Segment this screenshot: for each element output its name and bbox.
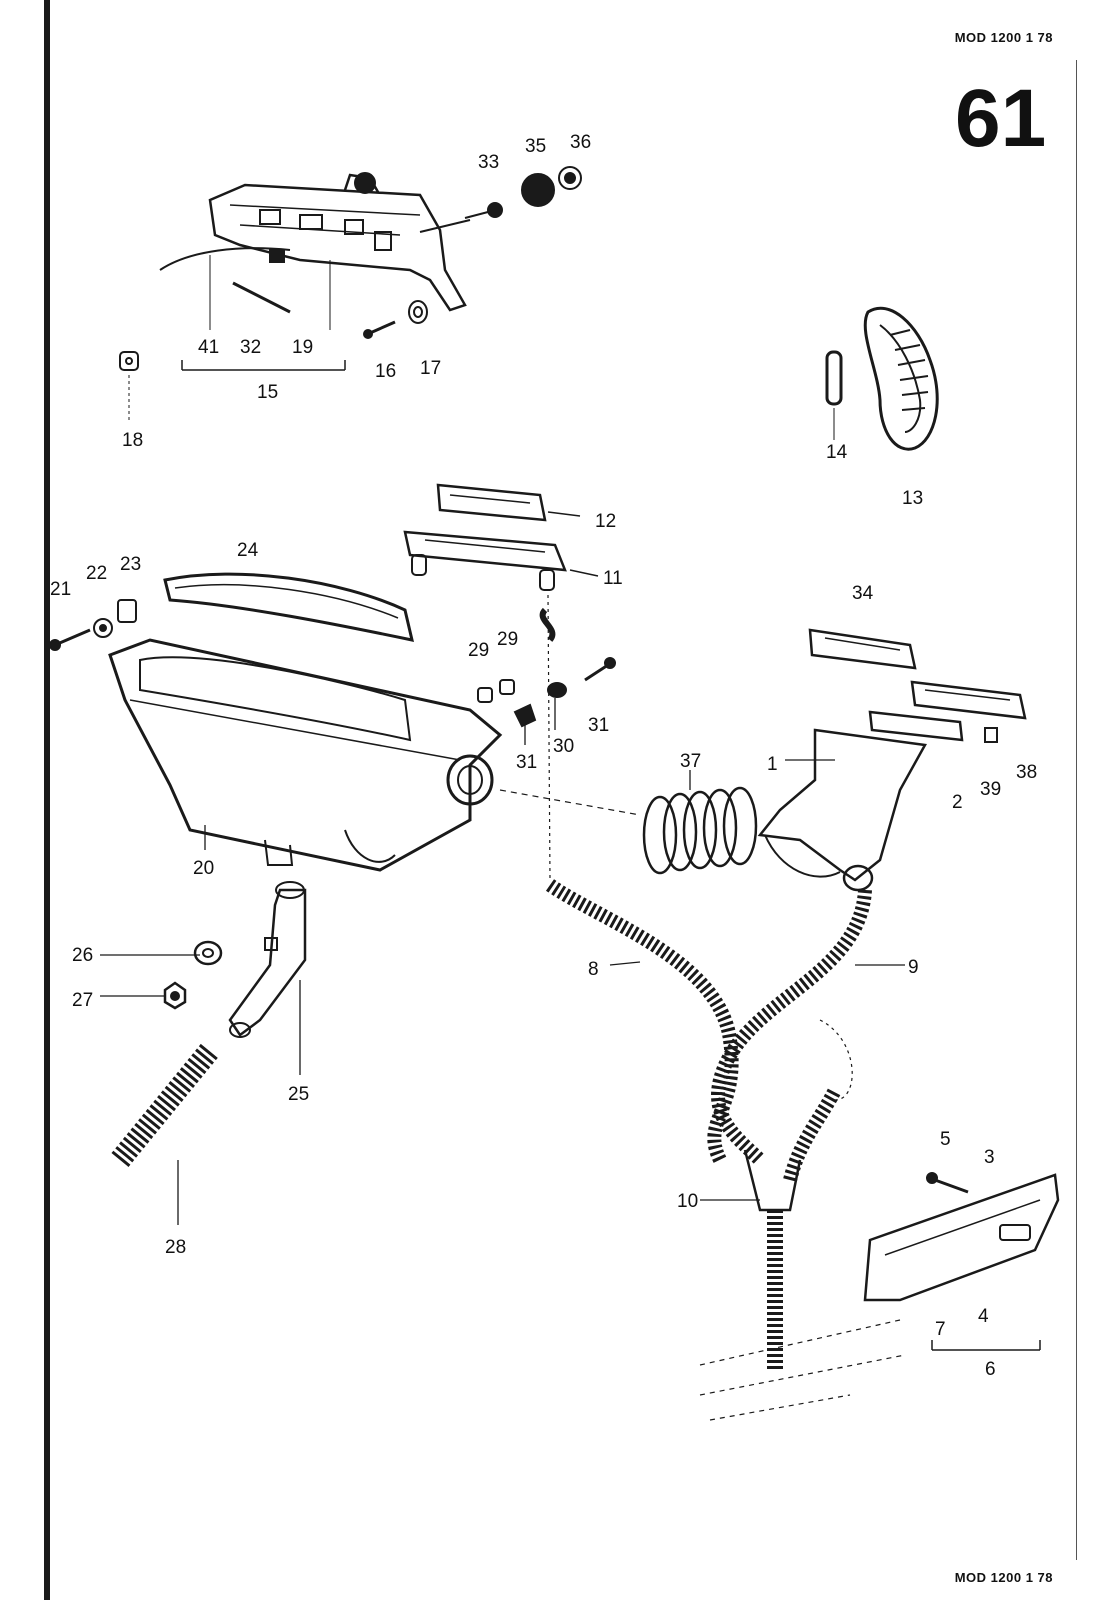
leader-lines bbox=[100, 698, 905, 1225]
callout-34: 33 bbox=[478, 152, 499, 173]
callout-32: 31 bbox=[588, 715, 609, 736]
callout-36: 35 bbox=[525, 136, 546, 157]
fasteners-29-32 bbox=[477, 607, 616, 728]
callout-15: 15 bbox=[257, 382, 278, 403]
control-knob-parts bbox=[464, 166, 582, 219]
callout-8: 8 bbox=[588, 959, 599, 980]
callout-24: 24 bbox=[237, 540, 259, 561]
callout-19: 19 bbox=[292, 337, 313, 358]
callout-30: 30 bbox=[553, 736, 574, 757]
callout-26: 26 bbox=[72, 945, 93, 966]
callout-28: 28 bbox=[165, 1237, 186, 1258]
callout-40: 39 bbox=[980, 779, 1001, 800]
callout-21: 21 bbox=[50, 579, 71, 600]
duct-1-and-hose-38 bbox=[499, 728, 927, 892]
callout-5: 5 bbox=[940, 1129, 951, 1150]
footer-model-code: MOD 1200 1 78 bbox=[954, 1570, 1053, 1585]
callout-11: 11 bbox=[603, 568, 623, 589]
callout-29a: 29 bbox=[468, 640, 489, 661]
callout-25: 25 bbox=[288, 1084, 309, 1105]
callout-23: 23 bbox=[120, 554, 141, 575]
callout-6: 6 bbox=[985, 1359, 996, 1380]
callout-38: 37 bbox=[680, 751, 701, 772]
callout-35: 34 bbox=[852, 583, 874, 604]
callout-12: 12 bbox=[595, 511, 616, 532]
callout-7: 7 bbox=[935, 1319, 946, 1340]
heater-box-20 bbox=[108, 638, 503, 872]
callout-31: 31 bbox=[516, 752, 537, 773]
callout-1: 1 bbox=[767, 754, 778, 775]
callout-4: 4 bbox=[978, 1306, 989, 1327]
header-model-code: MOD 1200 1 78 bbox=[954, 30, 1053, 45]
drain-elbow-and-hose bbox=[111, 881, 307, 1167]
callout-3: 3 bbox=[984, 1147, 995, 1168]
callout-13: 13 bbox=[902, 488, 923, 509]
callout-41: 41 bbox=[198, 337, 219, 358]
callout-labels: 33 35 36 41 32 19 16 17 15 18 14 13 12 1… bbox=[50, 132, 1037, 1380]
callout-20: 20 bbox=[193, 858, 214, 879]
callout-22: 22 bbox=[86, 563, 107, 584]
callout-10: 10 bbox=[677, 1191, 698, 1212]
callout-33: 32 bbox=[240, 337, 261, 358]
callout-2: 2 bbox=[952, 792, 963, 813]
callout-37: 36 bbox=[570, 132, 591, 153]
outlet-vents-35-39 bbox=[808, 628, 1027, 743]
callout-18: 18 bbox=[122, 430, 143, 451]
page-margin-bar bbox=[44, 0, 50, 1600]
air-hoses-8-9-10 bbox=[545, 594, 906, 1421]
callout-14: 14 bbox=[826, 442, 848, 463]
page-edge-line bbox=[1076, 60, 1077, 1560]
callout-39: 38 bbox=[1016, 762, 1037, 783]
callout-16: 16 bbox=[375, 361, 396, 382]
callout-29b: 29 bbox=[497, 629, 518, 650]
heater-control-assembly bbox=[159, 172, 471, 371]
page-number: 61 bbox=[955, 73, 1047, 164]
vent-grille-13 bbox=[825, 306, 939, 451]
fasteners-21-23 bbox=[49, 599, 137, 651]
callout-9: 9 bbox=[908, 957, 919, 978]
center-outlet-assembly bbox=[863, 1172, 1060, 1351]
dash-vents-11-12 bbox=[403, 483, 599, 591]
small-fasteners-top bbox=[119, 300, 428, 420]
callout-17: 17 bbox=[420, 358, 441, 379]
heater-box-gasket-24 bbox=[163, 572, 414, 642]
callout-27: 27 bbox=[72, 990, 93, 1011]
